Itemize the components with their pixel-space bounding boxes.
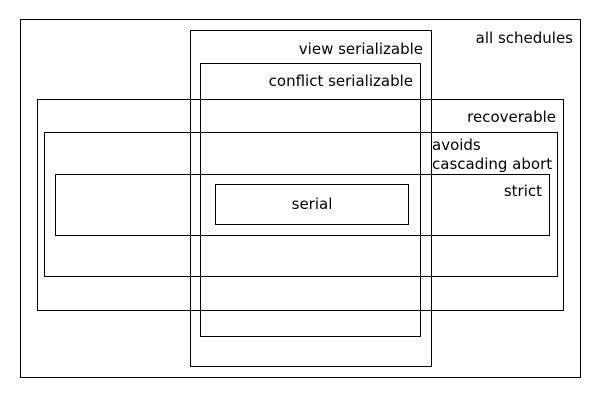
label-recoverable: recoverable: [467, 108, 556, 126]
label-avoids-cascading-abort: avoids cascading abort: [432, 136, 553, 173]
region-serial: [215, 184, 409, 225]
region-avoids-cascading-abort: [44, 132, 558, 277]
label-strict: strict: [503, 182, 542, 200]
label-all-schedules: all schedules: [475, 29, 573, 47]
label-view-serializable: view serializable: [298, 40, 423, 58]
label-serial: serial: [291, 195, 333, 213]
region-conflict-serializable: [200, 63, 421, 337]
label-conflict-serializable: conflict serializable: [268, 72, 413, 90]
region-recoverable: [37, 99, 564, 311]
region-view-serializable: [190, 30, 432, 367]
region-all-schedules: [20, 19, 581, 378]
region-strict: [55, 174, 550, 236]
